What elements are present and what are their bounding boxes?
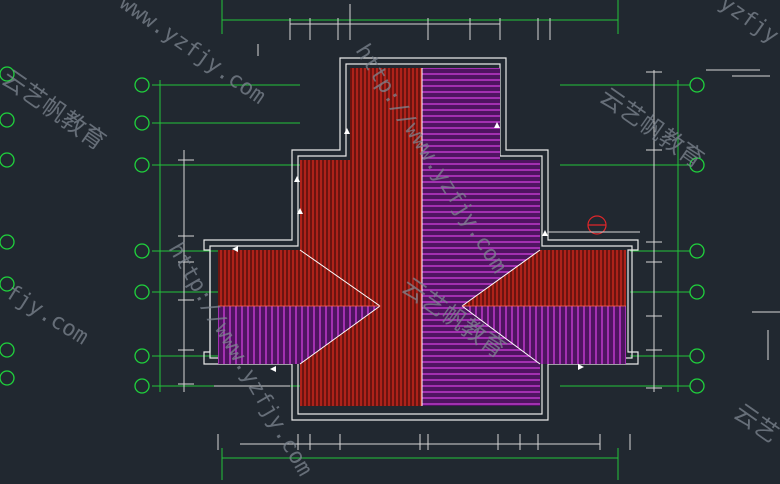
roof-plane-left-valley bbox=[300, 306, 422, 406]
roof-plane-left-wing-bottom bbox=[218, 306, 380, 364]
roof-plane-right-valley bbox=[422, 306, 540, 406]
grid-bubbles-right bbox=[689, 77, 705, 394]
roof-ridges bbox=[218, 68, 626, 406]
top-dimension-lines bbox=[221, 0, 619, 56]
roof-plane-right-wing-top bbox=[462, 250, 626, 306]
grid-bubbles-left bbox=[0, 66, 150, 394]
building-outline bbox=[203, 57, 639, 421]
watermark-fragment-bottom-right: 云艺 bbox=[729, 398, 780, 448]
watermark-brand-right: 云艺帆教育 bbox=[595, 82, 709, 174]
watermark-fragment-top-left: www.yzfjy.com bbox=[115, 0, 270, 110]
roof-planes bbox=[218, 68, 626, 406]
right-dimension-lines bbox=[560, 69, 780, 392]
watermark-fragment-left: fjy.com bbox=[1, 280, 93, 350]
watermark-brand-left: 云艺帆教育 bbox=[0, 64, 111, 156]
roof-plane-right-wing-bottom bbox=[462, 306, 626, 364]
bottom-dimension-lines bbox=[217, 434, 631, 480]
section-marker-icon bbox=[548, 215, 640, 235]
watermark-fragment-top-right: yzfjy bbox=[715, 0, 780, 49]
slope-arrow-icon bbox=[232, 122, 584, 372]
left-dimension-lines bbox=[152, 80, 300, 392]
roof-plane-left-wing-top bbox=[218, 250, 380, 306]
